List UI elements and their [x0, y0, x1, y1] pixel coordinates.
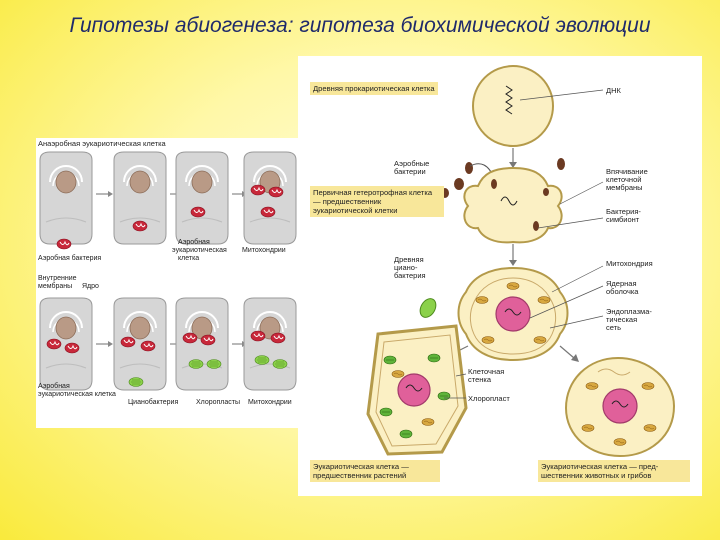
label-chloroplasts: Хлоропласты	[196, 399, 240, 406]
bottom-cell-3	[175, 297, 229, 391]
top-mitochondrion-4b	[268, 186, 284, 198]
dna-strand	[505, 85, 513, 115]
top-mitochondrion-4c	[260, 206, 276, 218]
endosymbiosis-sequence-diagram: Анаэробная эукариотическая клетка Аэробн…	[38, 139, 297, 406]
label-nucleus: Ядро	[82, 283, 99, 290]
top-cell-4	[243, 151, 297, 245]
label-chloroplast: Хлоропласт	[468, 394, 510, 403]
ancient-cyanobacterium	[419, 298, 437, 318]
slide-title: Гипотезы абиогенеза: гипотеза биохимичес…	[69, 14, 651, 37]
label-mitochondrion: Митохондрия	[606, 259, 653, 268]
label-dna: ДНК	[606, 86, 621, 95]
label-aerobic-bacterium: Аэробная бактерия	[38, 254, 101, 262]
nucleus-plant	[397, 373, 431, 407]
top-cell-3	[175, 151, 229, 245]
bottom-cyanobacterium	[128, 377, 144, 387]
aerobic-bacterium-2	[454, 178, 464, 190]
aerobic-bacterium-1	[465, 162, 473, 174]
label-mitochondria-bottom: Митохондрии	[248, 399, 292, 406]
nucleus-1	[495, 296, 531, 332]
aerobic-bacterium-4	[557, 158, 565, 170]
caption-animal-precursor: Эукариотическая клетка — пред-шественник…	[538, 460, 690, 482]
label-bacterium-symbiont: Бактерия-симбионт	[606, 207, 641, 224]
top-cell-1	[39, 151, 93, 245]
endosymbiosis-sequence-panel: Анаэробная эукариотическая клетка Аэробн…	[36, 138, 300, 428]
caption-plant-precursor: Эукариотическая клетка — предшественник …	[310, 460, 440, 482]
top-mitochondrion-4a	[250, 184, 266, 196]
label-cyanobacterium: Цианобактерия	[128, 398, 178, 406]
top-bacterium-free	[56, 238, 72, 250]
caption-primary-heterotroph: Первичная гетеротрофная клетка — предшес…	[310, 186, 444, 217]
top-mitochondrion-3	[190, 206, 206, 218]
nucleus-animal	[602, 388, 638, 424]
caption-ancient-prokaryote: Древняя прокариотическая клетка	[310, 82, 438, 95]
label-mitochondria: Митохондрии	[242, 247, 286, 254]
bottom-cell-4	[243, 297, 297, 391]
top-bacterium-entering	[132, 220, 148, 232]
top-row-title: Анаэробная эукариотическая клетка	[38, 139, 167, 148]
ancient-prokaryote-cell	[472, 65, 554, 147]
